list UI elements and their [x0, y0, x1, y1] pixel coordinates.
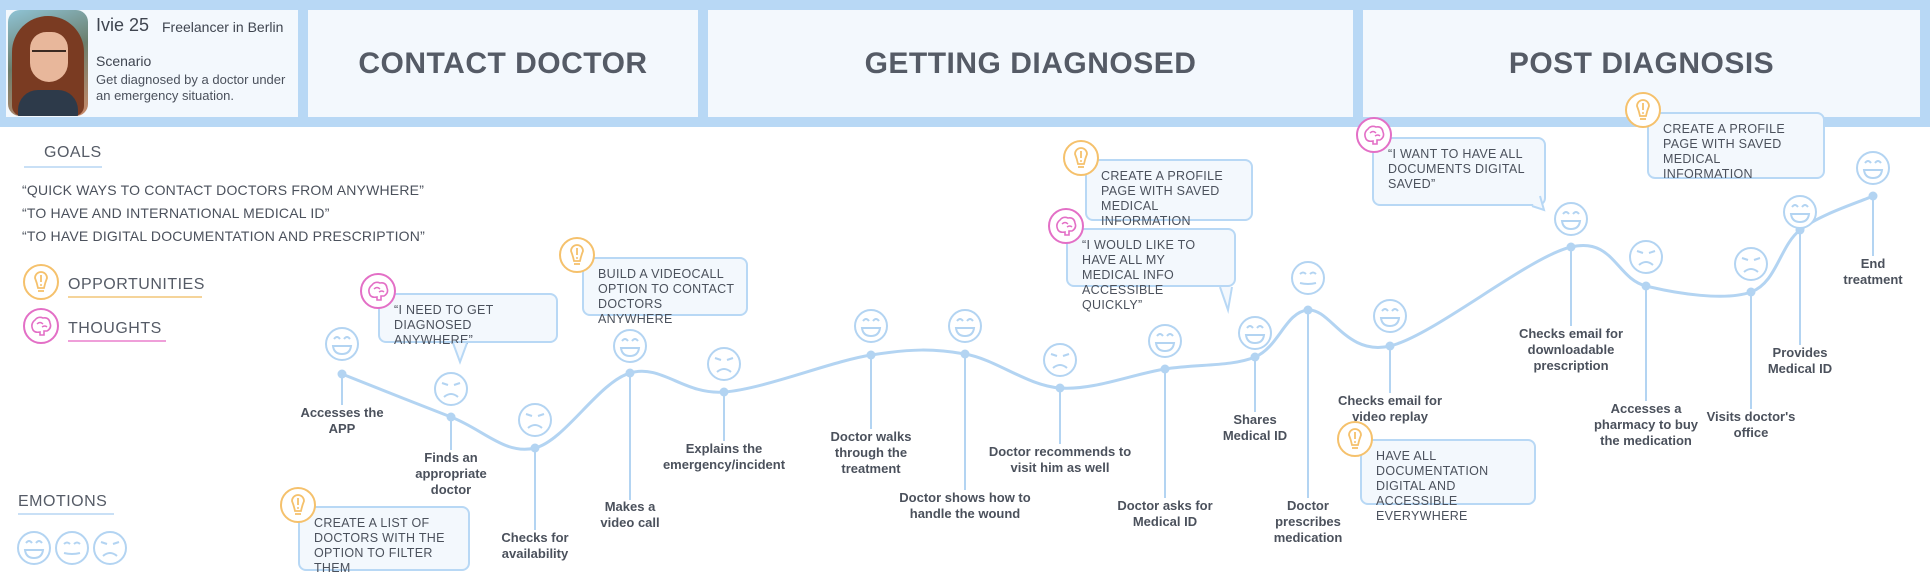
scenario-text: Get diagnosed by a doctor under an emerg… — [96, 72, 286, 103]
step-label: Doctor recommends to visit him as well — [988, 444, 1132, 475]
emotion-sad-icon — [1629, 240, 1663, 274]
step-label: Makes a video call — [600, 499, 660, 530]
legend-opportunity-icon — [23, 264, 59, 300]
thought-callout: “I NEED TO GET DIAGNOSED ANYWHERE” — [378, 293, 558, 347]
step-node — [1303, 305, 1313, 315]
goal-item: “TO HAVE AND INTERNATIONAL MEDICAL ID” — [22, 205, 330, 221]
step-label: Visits doctor's office — [1706, 409, 1796, 440]
thought-callout: “I WOULD LIKE TO HAVE ALL MY MEDICAL INF… — [1066, 228, 1236, 312]
step-label: Explains the emergency/incident — [662, 441, 786, 472]
step-label: Doctor prescribes medication — [1273, 498, 1343, 545]
step-node — [337, 369, 347, 379]
emotion-happy-icon — [613, 329, 647, 363]
legend-thoughts-label: THOUGHTS — [68, 320, 162, 337]
step-label: End treatment — [1843, 256, 1903, 287]
emotion-sad-icon — [518, 403, 552, 437]
step-label: Checks email for video replay — [1337, 393, 1443, 424]
step-label: Shares Medical ID — [1222, 412, 1288, 443]
emotion-happy-icon — [854, 309, 888, 343]
step-label: Checks email for downloadable prescripti… — [1518, 326, 1624, 373]
step-node — [1641, 281, 1651, 291]
legend-opportunities-label: OPPORTUNITIES — [68, 276, 205, 293]
legend-emotion-happy-icon — [17, 531, 51, 565]
step-node — [1055, 383, 1065, 393]
emotion-happy-icon — [325, 327, 359, 361]
step-label: Doctor walks through the treatment — [830, 429, 912, 476]
goals-underline — [24, 166, 102, 168]
thoughts-underline — [68, 340, 166, 342]
emotions-underline — [18, 513, 114, 515]
step-node — [1566, 242, 1576, 252]
opportunities-underline — [68, 296, 202, 298]
persona-name: Ivie 25 — [96, 15, 150, 35]
stage-getting-diagnosed: GETTING DIAGNOSED — [708, 10, 1353, 117]
emotion-happy-icon — [1148, 324, 1182, 358]
step-label: Accesses a pharmacy to buy the medicatio… — [1593, 401, 1699, 448]
step-node — [866, 350, 876, 360]
step-node — [1160, 364, 1170, 374]
legend-thought-icon — [23, 308, 59, 344]
step-node — [625, 368, 635, 378]
step-node — [1746, 287, 1756, 297]
persona-avatar — [8, 10, 88, 116]
scenario-label: Scenario — [96, 53, 152, 69]
emotion-sad-icon — [1734, 247, 1768, 281]
step-label: Doctor shows how to handle the wound — [899, 490, 1031, 521]
step-label: Accesses the APP — [300, 405, 384, 436]
opportunity-callout: CREATE A PROFILE PAGE WITH SAVED MEDICAL… — [1647, 112, 1825, 181]
goal-item: “TO HAVE DIGITAL DOCUMENTATION AND PRESC… — [22, 228, 425, 244]
step-node — [1250, 352, 1260, 362]
step-label: Checks for availability — [501, 530, 569, 561]
step-label: Doctor asks for Medical ID — [1117, 498, 1213, 529]
step-node — [1868, 191, 1878, 201]
emotion-happy-icon — [1238, 316, 1272, 350]
step-node — [1385, 341, 1395, 351]
opportunity-callout: CREATE A PROFILE PAGE WITH SAVED MEDICAL… — [1085, 159, 1253, 228]
step-node — [719, 387, 729, 397]
emotion-happy-icon — [948, 309, 982, 343]
emotions-title: EMOTIONS — [18, 493, 108, 510]
emotion-happy-icon — [1783, 195, 1817, 229]
opportunity-callout: HAVE ALL DOCUMENTATION DIGITAL AND ACCES… — [1360, 439, 1536, 523]
legend-emotion-neutral-icon — [55, 531, 89, 565]
emotion-happy-icon — [1373, 299, 1407, 333]
goal-item: “QUICK WAYS TO CONTACT DOCTORS FROM ANYW… — [22, 182, 425, 198]
emotion-sad-icon — [707, 347, 741, 381]
step-label: Provides Medical ID — [1767, 345, 1833, 376]
emotion-neutral-icon — [1291, 261, 1325, 295]
step-node — [530, 443, 540, 453]
opportunity-callout: CREATE A LIST OF DOCTORS WITH THE OPTION… — [298, 506, 470, 575]
legend-emotion-sad-icon — [93, 531, 127, 565]
step-node — [960, 349, 970, 359]
persona-role: Freelancer in Berlin — [162, 19, 284, 35]
emotion-happy-icon — [1554, 202, 1588, 236]
emotion-happy-icon — [1856, 151, 1890, 185]
emotion-sad-icon — [434, 372, 468, 406]
emotion-sad-icon — [1043, 343, 1077, 377]
opportunity-callout: BUILD A VIDEOCALL OPTION TO CONTACT DOCT… — [582, 257, 748, 326]
step-node — [446, 412, 456, 422]
thought-callout: “I WANT TO HAVE ALL DOCUMENTS DIGITAL SA… — [1372, 137, 1546, 206]
goals-title: GOALS — [44, 144, 102, 161]
stage-contact-doctor: CONTACT DOCTOR — [308, 10, 698, 117]
step-label: Finds an appropriate doctor — [415, 450, 487, 497]
